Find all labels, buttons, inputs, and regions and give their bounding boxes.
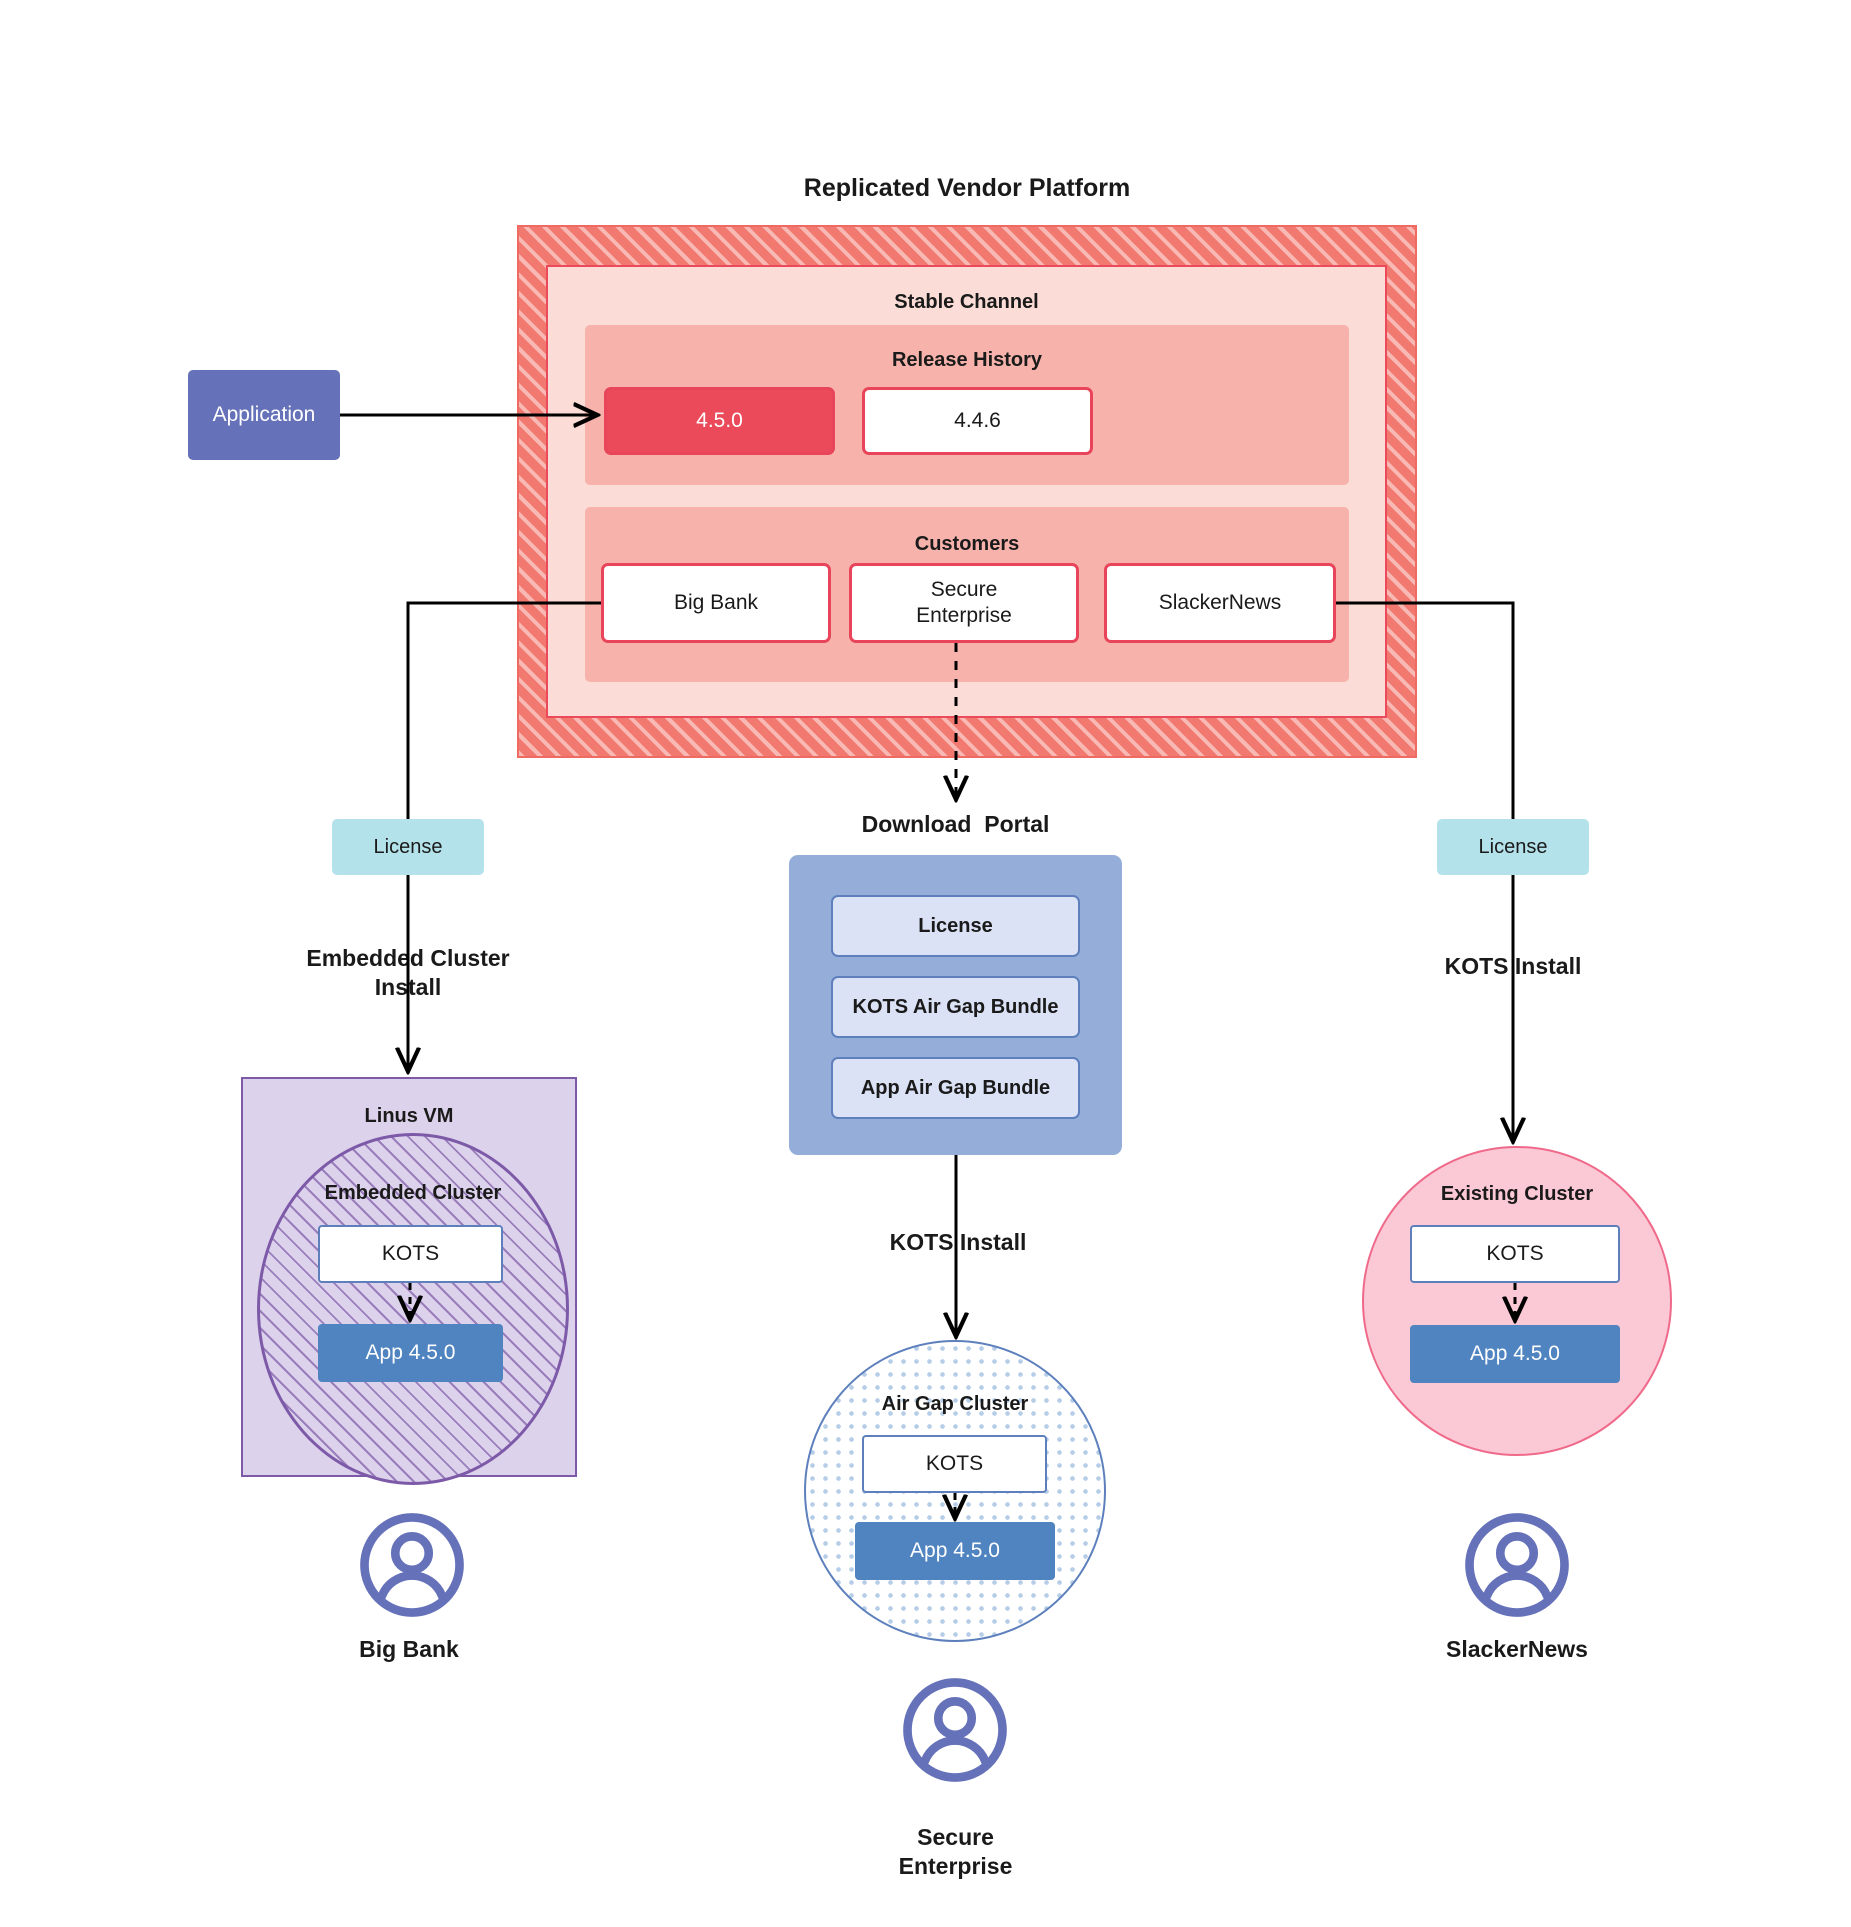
install-label-left: Embedded Cluster Install [306, 945, 510, 1001]
portal-item-kots-air-gap-bundle[interactable]: KOTS Air Gap Bundle [831, 976, 1080, 1038]
app-box-right[interactable]: App 4.5.0 [1410, 1325, 1620, 1383]
customer-box-secure-enterprise[interactable]: Secure Enterprise [849, 563, 1079, 643]
release-box-previous[interactable]: 4.4.6 [862, 387, 1093, 455]
portal-item-app-air-gap-bundle[interactable]: App Air Gap Bundle [831, 1057, 1080, 1119]
customer-avatar-slackernews [1463, 1511, 1571, 1619]
page-title: Replicated Vendor Platform [803, 174, 1131, 202]
customer-name-slackernews: SlackerNews [1446, 1636, 1588, 1662]
stable-channel-label: Stable Channel [894, 291, 1039, 313]
release-history-label: Release History [891, 349, 1043, 371]
customer-name-secure-enterprise: Secure Enterprise [898, 1824, 1013, 1880]
air-gap-cluster-label: Air Gap Cluster [881, 1393, 1029, 1415]
linus-vm-label: Linus VM [364, 1105, 454, 1127]
install-label-center: KOTS Install [889, 1229, 1027, 1255]
customer-box-slackernews[interactable]: SlackerNews [1104, 563, 1336, 643]
kots-box-right[interactable]: KOTS [1410, 1225, 1620, 1283]
license-chip-right[interactable]: License [1437, 819, 1589, 875]
customer-box-big-bank[interactable]: Big Bank [601, 563, 831, 643]
customer-avatar-secure-enterprise [901, 1676, 1009, 1784]
customer-name-big-bank: Big Bank [359, 1636, 459, 1662]
air-gap-cluster-circle [804, 1340, 1106, 1642]
release-box-current[interactable]: 4.5.0 [604, 387, 835, 455]
embedded-cluster-label: Embedded Cluster [324, 1182, 502, 1204]
application-node[interactable]: Application [188, 370, 340, 460]
portal-item-license[interactable]: License [831, 895, 1080, 957]
license-chip-left[interactable]: License [332, 819, 484, 875]
app-box-center[interactable]: App 4.5.0 [855, 1522, 1055, 1580]
download-portal-label: Download Portal [861, 811, 1050, 837]
customer-avatar-big-bank [358, 1511, 466, 1619]
kots-box-center[interactable]: KOTS [862, 1435, 1047, 1493]
existing-cluster-label: Existing Cluster [1440, 1183, 1594, 1205]
install-label-right: KOTS Install [1444, 953, 1582, 979]
customers-label: Customers [914, 533, 1020, 555]
kots-box-left[interactable]: KOTS [318, 1225, 503, 1283]
app-box-left[interactable]: App 4.5.0 [318, 1324, 503, 1382]
